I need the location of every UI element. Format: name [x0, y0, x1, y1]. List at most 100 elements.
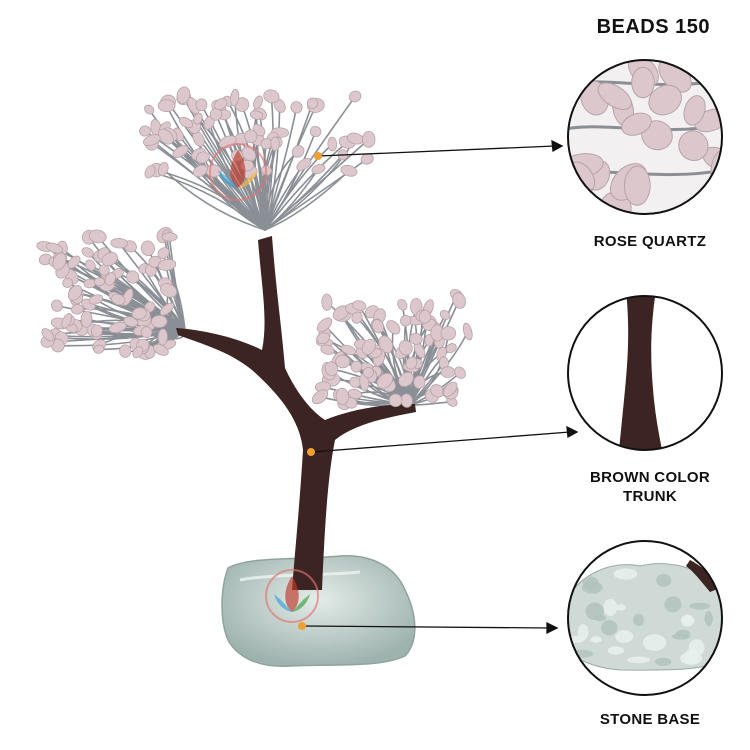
- rose-quartz-bead: [631, 66, 655, 99]
- crystal-texture: [680, 652, 703, 665]
- rose-quartz-bead: [597, 82, 632, 110]
- rose-quartz-bead: [623, 165, 651, 206]
- crystal-texture: [704, 610, 713, 627]
- rose-quartz-bead: [263, 89, 280, 104]
- wire-strand: [200, 103, 266, 231]
- wire-strand: [162, 168, 266, 231]
- rose-quartz-bead: [140, 326, 153, 339]
- rose-quartz-bead: [348, 90, 362, 103]
- label-rose-quartz: ROSE QUARTZ: [575, 232, 725, 251]
- rose-quartz-bead: [230, 88, 240, 107]
- rose-quartz-bead: [214, 98, 228, 110]
- rose-quartz-bead: [193, 112, 203, 125]
- rose-quartz-bead: [306, 97, 319, 109]
- rose-quartz-bead: [398, 339, 413, 356]
- rose-quartz-bead: [41, 328, 55, 342]
- rose-quartz-bead: [61, 313, 73, 329]
- crystal-texture: [607, 646, 624, 655]
- rose-quartz-bead: [62, 277, 73, 288]
- rose-quartz-bead: [253, 95, 263, 110]
- rose-quartz-bead: [340, 344, 357, 356]
- rose-quartz-bead: [413, 375, 426, 389]
- rose-quartz-bead: [376, 372, 394, 389]
- rose-quartz-bead: [386, 320, 401, 335]
- crystal-texture: [603, 598, 618, 617]
- crystal-texture: [680, 614, 695, 627]
- rose-quartz-bead: [350, 360, 363, 373]
- zoom-brown-trunk: [567, 295, 723, 451]
- rose-quartz-bead: [67, 285, 83, 301]
- rose-quartz-bead: [409, 332, 423, 345]
- wire-strand: [95, 329, 186, 338]
- crystal-texture: [626, 656, 651, 664]
- rose-quartz-bead: [311, 389, 329, 405]
- pointer-dot-icon: [307, 448, 315, 456]
- crystal-texture: [633, 613, 644, 627]
- rose-quartz-bead: [249, 110, 264, 120]
- rose-quartz-bead: [132, 346, 144, 359]
- callout-arrows: [301, 139, 579, 635]
- arrow-icon: [551, 139, 564, 153]
- rose-quartz-bead: [311, 163, 326, 175]
- rose-quartz-bead: [192, 164, 208, 178]
- rose-quartz-bead: [157, 328, 168, 346]
- rose-quartz-bead: [388, 393, 403, 408]
- rose-quartz-bead: [123, 316, 139, 328]
- rose-quartz-bead: [400, 314, 412, 327]
- crystal-texture: [569, 635, 585, 643]
- rose-quartz-bead: [144, 104, 155, 115]
- wire-strand: [150, 139, 266, 231]
- rose-quartz-bead: [139, 125, 151, 137]
- rose-quartz-bead: [126, 270, 140, 284]
- rose-quartz-bead: [439, 310, 451, 320]
- rose-quartz-bead: [405, 356, 418, 370]
- rose-quartz-bead: [88, 229, 107, 244]
- arrow-trunk: [311, 431, 571, 453]
- rose-quartz-bead: [362, 367, 374, 379]
- rose-quartz-bead: [195, 151, 210, 164]
- rose-quartz-bead: [424, 334, 434, 347]
- rose-quartz-bead: [46, 242, 64, 254]
- crystal-texture: [581, 581, 603, 594]
- rose-quartz-bead: [621, 112, 652, 136]
- label-stone-base: STONE BASE: [575, 710, 725, 729]
- rose-quartz-bead: [172, 145, 189, 158]
- watermark-logo-icon: [209, 143, 267, 201]
- wire-strand: [264, 141, 348, 231]
- wire-strand: [264, 104, 281, 231]
- rose-quartz-bead: [678, 130, 709, 161]
- rose-quartz-bead: [93, 277, 106, 287]
- rose-quartz-bead: [81, 247, 94, 258]
- rose-quartz-bead: [51, 338, 65, 353]
- rose-quartz-bead: [347, 388, 362, 399]
- watermark-logo-icon: [265, 569, 319, 623]
- rose-quartz-bead: [316, 332, 330, 345]
- rose-quartz-bead: [296, 157, 312, 171]
- rose-quartz-bead: [111, 293, 126, 306]
- rose-quartz-bead: [51, 299, 63, 312]
- crystal-texture: [590, 636, 602, 643]
- rose-quartz-bead: [351, 311, 363, 324]
- rose-quartz-bead: [110, 237, 128, 249]
- rose-quartz-bead: [270, 136, 280, 152]
- beads-count-title: BEADS 150: [596, 16, 710, 38]
- rose-quartz-bead: [445, 343, 457, 354]
- rose-quartz-bead: [361, 338, 376, 356]
- rose-quartz-bead: [119, 344, 132, 358]
- rose-quartz-bead: [157, 161, 169, 177]
- crystal-texture: [672, 633, 690, 640]
- wire-strand: [109, 278, 186, 331]
- rose-quartz-bead: [131, 307, 147, 320]
- rose-quartz-bead: [418, 309, 432, 324]
- rose-quartz-bead: [648, 84, 683, 116]
- label-line: STONE BASE: [599, 711, 701, 728]
- rose-quartz-bead: [150, 314, 168, 329]
- rose-quartz-bead: [452, 292, 466, 309]
- rose-quartz-bead: [140, 240, 155, 257]
- rose-quartz-bead: [52, 252, 67, 271]
- rose-quartz-bead: [176, 86, 191, 104]
- rose-quartz-bead: [159, 283, 178, 298]
- rose-quartz-bead: [440, 366, 456, 378]
- wire-strand: [264, 170, 350, 231]
